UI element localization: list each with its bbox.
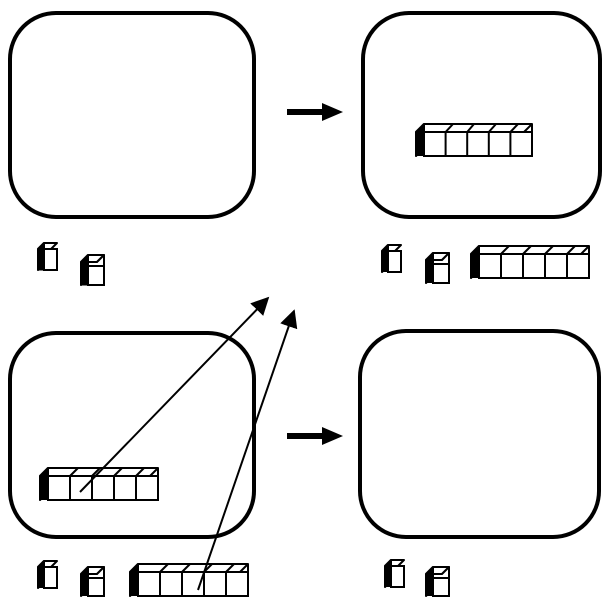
cube-icon [81, 255, 104, 285]
bar-5-block [471, 246, 589, 278]
panel-top-left [10, 13, 254, 217]
panel-bottom-right [360, 331, 599, 537]
right-arrow-icon [287, 103, 343, 121]
cube-icon [81, 567, 104, 596]
items-below-top-right [382, 245, 589, 283]
items-below-bottom-left [38, 561, 248, 596]
right-arrow-icon [287, 427, 343, 445]
bar-5-block [130, 564, 248, 596]
cube-icon [385, 560, 404, 587]
cube-icon [38, 243, 57, 270]
items-below-top-left [38, 243, 104, 285]
panel-top-right [363, 13, 600, 217]
cube-icon [426, 253, 449, 283]
items-below-bottom-right [385, 560, 449, 596]
bar-5-block [416, 124, 532, 156]
cube-icon [38, 561, 57, 588]
cube-icon [382, 245, 401, 272]
cube-icon [426, 567, 449, 596]
panel-bottom-left [10, 333, 254, 537]
